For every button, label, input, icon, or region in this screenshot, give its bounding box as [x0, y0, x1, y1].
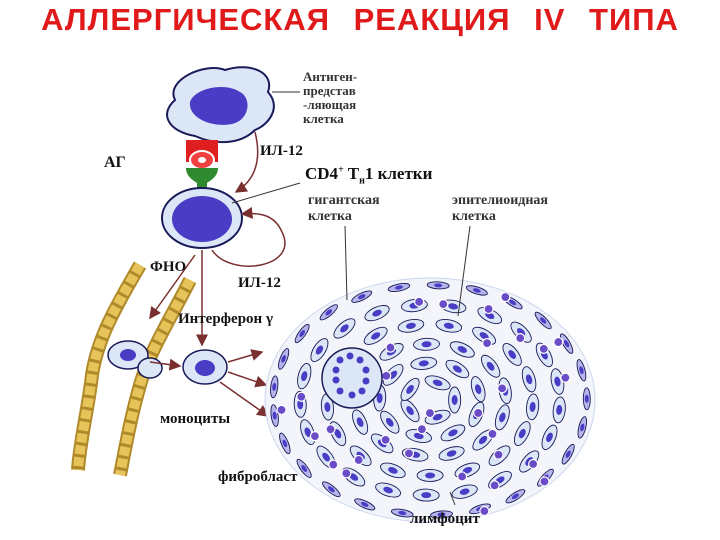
lymphocyte-cell [529, 460, 538, 469]
cd4-text: CD4 [305, 164, 338, 183]
il12-arrow [236, 132, 258, 192]
apc-label: Антиген- представ -ляющая клетка [303, 70, 357, 126]
th1-cells-text: 1 клетки [365, 164, 433, 183]
giant-cell-label-line: гигантская [308, 193, 380, 209]
lymphocyte-cell [539, 344, 548, 353]
lymphocyte-label: лимфоцит [410, 511, 480, 528]
fibroblast-cell [583, 388, 590, 410]
lymphocyte-cell [329, 460, 338, 469]
lymphocyte-cell [277, 405, 286, 414]
epithelioid-label: эпителиоидная клетка [452, 193, 548, 225]
th-text: T [348, 164, 359, 183]
macrophage [183, 350, 227, 384]
giant-cell-label: гигантская клетка [308, 193, 380, 225]
cd4-th1-label: CD4+ Tн1 клетки [305, 164, 432, 186]
lymphocyte-cell [561, 373, 570, 382]
lymphocyte-cell [480, 507, 489, 516]
lymphocyte-cell [540, 477, 549, 486]
il12-top-label: ИЛ-12 [260, 143, 303, 160]
antigen-label: АГ [104, 154, 126, 172]
lymphocyte-cell [381, 435, 390, 444]
lymphocyte-cell [488, 429, 497, 438]
lymphocyte-cell [354, 455, 363, 464]
epithelioid-cell [417, 469, 443, 481]
fibroblast-label: фибробласт [218, 469, 297, 486]
lymphocyte-cell [494, 450, 503, 459]
lymphocyte-cell [458, 472, 467, 481]
lymphocyte-cell [417, 425, 426, 434]
giant-cell [322, 348, 382, 408]
lymphocyte-cell [498, 384, 507, 393]
lymphocyte-cell [386, 343, 395, 352]
lymphocyte-cell [554, 338, 563, 347]
epithelioid-cell [413, 489, 439, 502]
lymphocyte-cell [439, 300, 448, 309]
epithelioid-label-line: клетка [452, 209, 548, 225]
lymphocyte-cell [382, 371, 391, 380]
antigen-presenting-cell [167, 67, 274, 142]
lymphocyte-cell [474, 408, 483, 417]
lymphocyte-cell [490, 481, 499, 490]
mhc-antigen-receptor [186, 140, 218, 192]
lymphocyte-cell [501, 293, 510, 302]
apc-label-line: клетка [303, 112, 357, 126]
monocytes-label: моноциты [160, 411, 230, 428]
lymphocyte-cell [326, 425, 335, 434]
granuloma [265, 278, 595, 522]
apc-label-line: Антиген- [303, 70, 357, 84]
lymphocyte-cell [484, 304, 493, 313]
apc-label-line: представ [303, 84, 357, 98]
epithelioid-label-line: эпителиоидная [452, 193, 548, 209]
lymphocyte-cell [297, 392, 306, 401]
granuloma-arrows [220, 352, 268, 416]
epithelioid-cell [449, 387, 461, 413]
blood-vessel [78, 265, 190, 475]
giant-cell-label-line: клетка [308, 209, 380, 225]
interferon-label: Интерферон γ [178, 311, 273, 328]
tnf-label: ФНО [150, 259, 186, 276]
lymphocyte-cell [516, 334, 525, 343]
cd4-sup: + [338, 164, 344, 175]
lymphocyte-cell [415, 297, 424, 306]
lymphocyte-cell [483, 339, 492, 348]
apc-label-line: -ляющая [303, 98, 357, 112]
lymphocyte-cell [342, 469, 351, 478]
lymphocyte-cell [404, 449, 413, 458]
lymphocyte-cell [310, 432, 319, 441]
lymphocyte-cell [425, 409, 434, 418]
il12-loop-label: ИЛ-12 [238, 275, 281, 292]
cd4-th1-cell [162, 188, 242, 248]
